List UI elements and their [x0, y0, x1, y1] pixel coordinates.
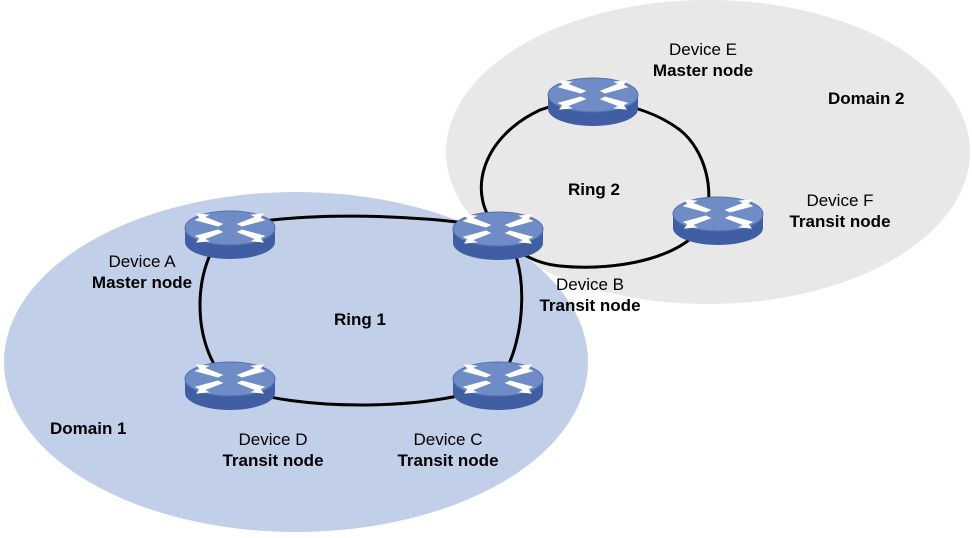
ring1-label: Ring 1: [334, 310, 386, 329]
ring2-line: [479, 100, 711, 269]
domain1-region: [4, 192, 588, 532]
ring2-label: Ring 2: [568, 180, 620, 199]
device-c-label: Device C Transit node: [378, 429, 518, 471]
device-f-name: Device F: [806, 191, 874, 210]
device-c-switch-icon: [452, 361, 544, 411]
domain2-region: [446, 0, 970, 304]
device-e-name: Device E: [668, 40, 738, 59]
device-f-switch-icon: [672, 196, 764, 246]
domain2-label: Domain 2: [828, 89, 905, 108]
device-c-name: Device C: [413, 430, 483, 449]
device-f-label: Device F Transit node: [770, 190, 910, 232]
device-e-label: Device E Master node: [633, 39, 773, 81]
device-d-name: Device D: [238, 430, 308, 449]
device-a-label: Device A Master node: [72, 251, 212, 293]
device-c-role: Transit node: [397, 451, 499, 470]
device-b-switch-icon: [452, 211, 544, 261]
device-d-role: Transit node: [222, 451, 324, 470]
device-f-role: Transit node: [789, 212, 891, 231]
domain1-label: Domain 1: [50, 419, 127, 438]
device-d-switch-icon: [184, 361, 276, 411]
device-d-label: Device D Transit node: [203, 429, 343, 471]
device-e-switch-icon: [547, 77, 639, 127]
device-b-name: Device B: [555, 275, 625, 294]
device-b-label: Device B Transit node: [520, 274, 660, 316]
device-a-role: Master node: [91, 273, 193, 292]
device-a-name: Device A: [108, 252, 176, 271]
device-e-role: Master node: [652, 61, 754, 80]
device-b-role: Transit node: [539, 296, 641, 315]
